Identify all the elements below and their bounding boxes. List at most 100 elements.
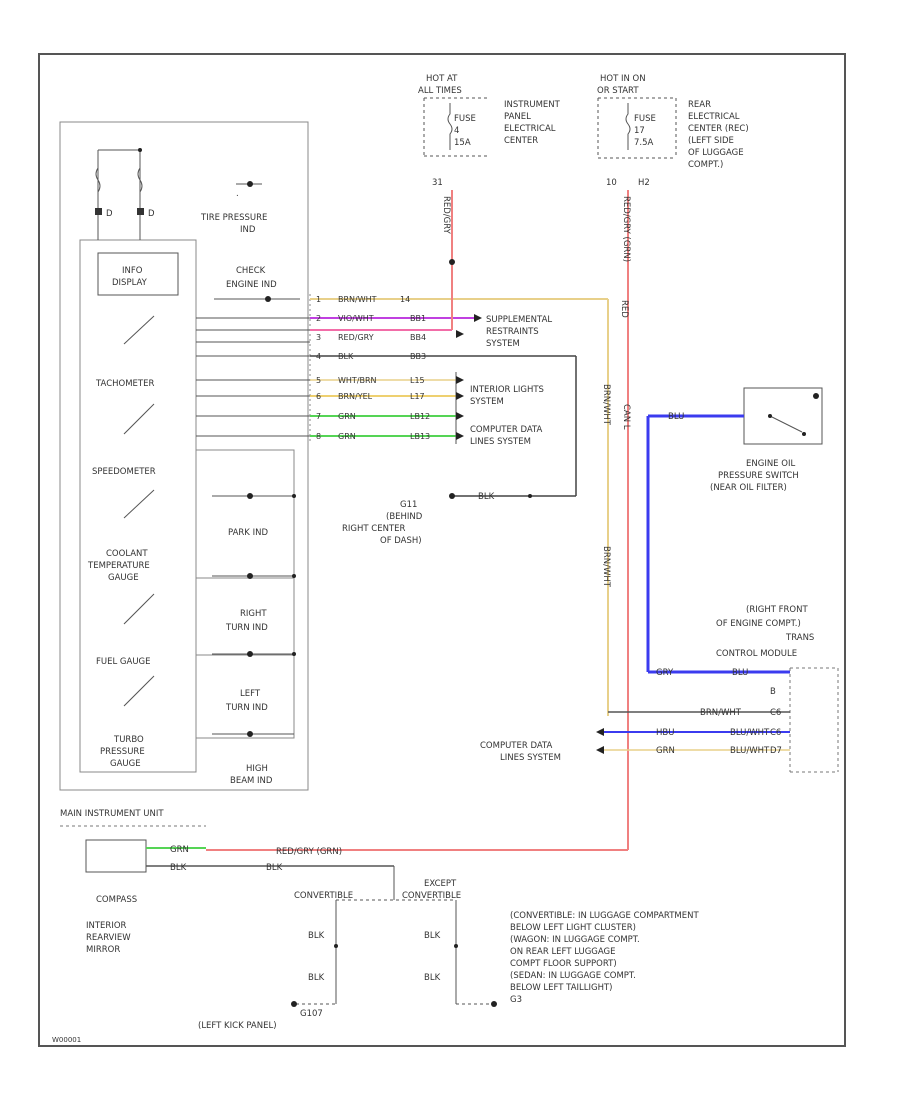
- fuse-right-amp: 7.5A: [634, 138, 654, 148]
- coolant-label-2: TEMPERATURE: [87, 561, 150, 571]
- fuse-left-num: 4: [454, 126, 459, 136]
- fuse-left-symbol: [447, 103, 453, 150]
- row-5-pin: 5: [316, 376, 321, 385]
- vlabel-brnwht: BRN/WHT: [601, 384, 611, 426]
- g11-label-1: G11: [400, 500, 417, 510]
- arrow-data-1: [456, 412, 464, 420]
- tcm-block: (RIGHT FRONT OF ENGINE COMPT.) TRANS CON…: [480, 300, 839, 773]
- row-7-wire: GRN: [338, 412, 356, 421]
- mirror-wire-blk2: BLK: [266, 863, 283, 873]
- arrow-srs: [474, 314, 482, 322]
- row-5-wire: WHT/BRN: [338, 376, 377, 385]
- pin-right-10: 10: [606, 178, 617, 188]
- rec-label-6: COMPT.): [688, 160, 723, 170]
- fuse-right-num: 17: [634, 126, 645, 136]
- rec-label-1: REAR: [688, 100, 711, 110]
- tcm-wire-d: BLU/WHT: [730, 728, 770, 738]
- info-display-label-2: DISPLAY: [112, 278, 148, 288]
- mirror-label-2: REARVIEW: [86, 933, 131, 943]
- wire-row-4-blk: [310, 355, 577, 499]
- cluster-top-diodes: D D: [95, 148, 155, 240]
- fuse-block-right: HOT IN ON OR START FUSE 17 7.5A REAR ELE…: [597, 74, 749, 188]
- row-3-end: BB4: [410, 333, 426, 342]
- row-6-pin: 6: [316, 392, 321, 401]
- left-turn-label-1: LEFT: [240, 689, 261, 699]
- tcm-pin-a: B: [770, 687, 776, 697]
- vlabel-brnwht-2: BRN/WHT: [601, 546, 611, 588]
- interior-lights-label-2: SYSTEM: [470, 397, 504, 407]
- wire-row-1-brnwht: [310, 298, 609, 716]
- oil-label-2: PRESSURE SWITCH: [718, 471, 799, 481]
- oil-label-3: (NEAR OIL FILTER): [710, 483, 787, 493]
- tcm-wire-a: GRY: [656, 668, 674, 678]
- srs-label-2: RESTRAINTS: [486, 327, 539, 337]
- vlabel-red-right: RED/GRY (GRN): [621, 196, 631, 262]
- row-3-pin: 3: [316, 333, 321, 342]
- rearview-mirror: GRN BLK RED/GRY (GRN) BLK COMPASS INTERI…: [85, 839, 394, 955]
- except-label-1: EXCEPT: [424, 879, 457, 889]
- tcm-pin-c: C6: [770, 728, 781, 738]
- row-2-wire: VIO/WHT: [338, 314, 374, 323]
- ground-note-1: (CONVERTIBLE: IN LUGGAGE COMPARTMENT: [510, 911, 699, 921]
- srs-label-3: SYSTEM: [486, 339, 520, 349]
- ground-note-8: G3: [510, 995, 522, 1005]
- oil-label-1: ENGINE OIL: [746, 459, 795, 469]
- ipec-label-1: INSTRUMENT: [504, 100, 561, 110]
- gauges: TACHOMETER SPEEDOMETER COOLANT TEMPERATU…: [87, 315, 156, 769]
- rec-label-3: CENTER (REC): [688, 124, 749, 134]
- main-instrument-unit-label: MAIN INSTRUMENT UNIT: [60, 809, 164, 819]
- fuse-left-amp: 15A: [454, 138, 471, 148]
- ground-note-4: ON REAR LEFT LUGGAGE: [510, 947, 616, 957]
- tcm-wire-h: RED: [619, 300, 629, 318]
- computer-data-2-label-2: LINES SYSTEM: [500, 753, 561, 763]
- tire-pressure-ind: . TIRE PRESSURE IND: [200, 181, 267, 235]
- row-6-end: L17: [410, 392, 425, 401]
- row-8-pin: 8: [316, 432, 321, 441]
- mirror-label-3: MIRROR: [86, 945, 120, 955]
- blk-1: BLK: [308, 931, 325, 941]
- tcm-label-2: OF ENGINE COMPT.): [716, 619, 801, 629]
- row-2-end: BB1: [410, 314, 426, 323]
- ground-note-3: (WAGON: IN LUGGAGE COMPT.: [510, 935, 640, 945]
- info-display-label-1: INFO: [122, 266, 143, 276]
- info-display-box: [97, 252, 179, 296]
- fuel-gauge-label: FUEL GAUGE: [96, 657, 151, 667]
- rec-label-4: (LEFT SIDE: [688, 136, 734, 146]
- connector-texts: 1 BRN/WHT 14 2 VIO/WHT BB1 3 RED/GRY BB4…: [316, 295, 430, 441]
- turbo-label-3: GAUGE: [110, 759, 141, 769]
- tachometer-label: TACHOMETER: [95, 379, 154, 389]
- row-1-wire: BRN/WHT: [338, 295, 377, 304]
- row-6-wire: BRN/YEL: [338, 392, 373, 401]
- left-turn-label-2: TURN IND: [225, 703, 268, 713]
- computer-data-2-label-1: COMPUTER DATA: [480, 741, 553, 751]
- convertible-label: CONVERTIBLE: [294, 891, 353, 901]
- info-gauge-needle: [123, 315, 155, 345]
- g11-label-3: RIGHT CENTER: [342, 524, 406, 534]
- vlabel-red-left: RED/GRY: [441, 196, 451, 235]
- speedo-needle: [123, 489, 155, 519]
- blk-3: BLK: [308, 973, 325, 983]
- tcm-pin-d: D7: [770, 746, 782, 756]
- high-beam-label-2: BEAM IND: [230, 776, 273, 786]
- right-turn-label-2: TURN IND: [225, 623, 268, 633]
- srs-label-1: SUPPLEMENTAL: [486, 315, 552, 325]
- row-3-wire: RED/GRY: [338, 333, 374, 342]
- row-8-wire: GRN: [338, 432, 356, 441]
- ground-note-5: COMPT FLOOR SUPPORT): [510, 959, 617, 969]
- blk-2: BLK: [424, 931, 441, 941]
- vlabel-can: CAN L: [621, 404, 631, 430]
- cluster-outer-box: [59, 121, 309, 791]
- indicator-column: PARK IND RIGHT TURN IND LEFT TURN IND HI…: [212, 493, 296, 786]
- mirror-wire-blk: BLK: [170, 863, 187, 873]
- harness-rows: [196, 294, 311, 444]
- ipec-label-4: CENTER: [504, 136, 538, 146]
- row-1-end: 14: [400, 295, 410, 304]
- compass-label: COMPASS: [96, 895, 137, 905]
- diode-label-b: D: [148, 209, 155, 219]
- g107-label-2: (LEFT KICK PANEL): [198, 1021, 277, 1031]
- hot-in-label: HOT IN ON: [600, 74, 646, 84]
- speedometer-label: SPEEDOMETER: [92, 467, 156, 477]
- mirror-wire-grn: GRN: [170, 845, 189, 855]
- turbo-label-2: PRESSURE: [100, 747, 145, 757]
